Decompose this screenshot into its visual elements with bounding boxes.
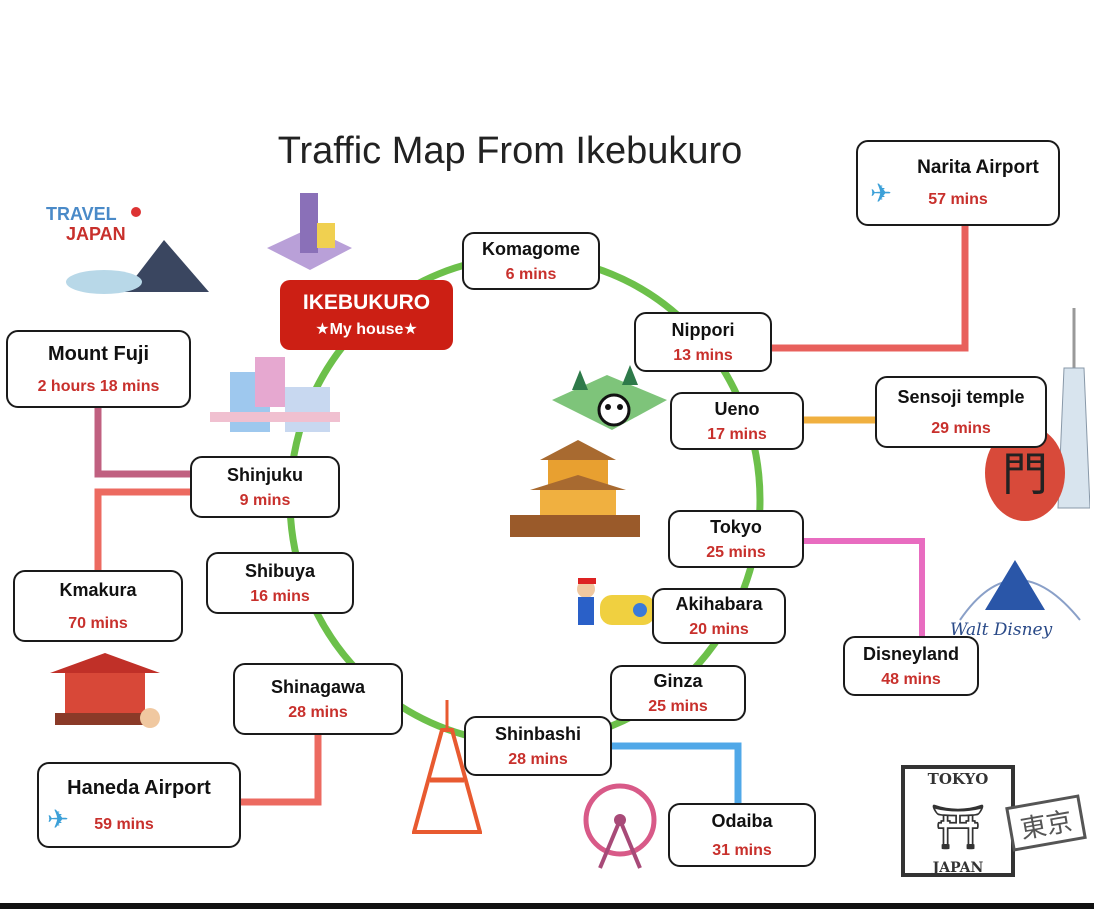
station-time: 28 mins xyxy=(288,703,348,721)
svg-text:TRAVEL: TRAVEL xyxy=(46,204,117,224)
station-time: 13 mins xyxy=(673,346,733,364)
destination-time: 57 mins xyxy=(928,191,988,208)
mount-fuji-line xyxy=(94,408,190,478)
bottom-border xyxy=(0,903,1094,909)
destination-time: 31 mins xyxy=(712,841,772,859)
page-title: Traffic Map From Ikebukuro xyxy=(277,130,743,172)
destination-name: Narita Airport xyxy=(917,157,1039,178)
station-ginza[interactable]: Ginza 25 mins xyxy=(610,665,746,721)
station-tokyo[interactable]: Tokyo 25 mins xyxy=(668,510,804,568)
svg-text:⛩: ⛩ xyxy=(930,802,986,853)
station-time: 16 mins xyxy=(250,587,310,605)
station-name: Shinbashi xyxy=(494,723,581,744)
kamakura-line xyxy=(94,488,190,570)
destination-disneyland[interactable]: Disneyland 48 mins xyxy=(843,636,979,696)
station-akihabara[interactable]: Akihabara 20 mins xyxy=(652,588,786,644)
airplane-icon: ✈ xyxy=(870,178,892,208)
disneyland-line xyxy=(804,538,925,636)
tokyo-tower-illustration xyxy=(411,700,483,840)
narita-line xyxy=(772,226,969,352)
station-shibuya[interactable]: Shibuya 16 mins xyxy=(206,552,354,614)
destination-kamakura[interactable]: Kmakura 70 mins xyxy=(13,570,183,642)
odaiba-line xyxy=(612,742,742,803)
airplane-icon: ✈ xyxy=(47,804,69,834)
ferris-wheel-illustration xyxy=(580,780,670,875)
destination-name: Disneyland xyxy=(862,643,960,664)
svg-text:JAPAN: JAPAN xyxy=(66,224,126,244)
station-name: Ginza xyxy=(653,670,703,691)
station-time: 25 mins xyxy=(648,697,708,715)
station-name: Tokyo xyxy=(710,516,762,537)
station-name: Akihabara xyxy=(675,593,763,614)
ikebukuro-tower-illustration xyxy=(262,188,357,283)
origin-ikebukuro[interactable]: IKEBUKURO ★My house★ xyxy=(280,280,453,350)
kamakura-temple-illustration xyxy=(50,648,165,743)
destination-name: Kmakura xyxy=(59,579,137,600)
station-time: 9 mins xyxy=(239,491,291,509)
station-shinjuku[interactable]: Shinjuku 9 mins xyxy=(190,456,340,518)
station-shinbashi[interactable]: Shinbashi 28 mins xyxy=(464,716,612,776)
station-time: 17 mins xyxy=(707,425,767,443)
destination-time: 2 hours 18 mins xyxy=(37,377,160,395)
golden-pavilion-illustration xyxy=(510,440,645,545)
destination-name: Haneda Airport xyxy=(67,776,211,799)
destination-time: 29 mins xyxy=(931,419,991,437)
destination-sensoji-temple[interactable]: Sensoji temple 29 mins xyxy=(875,376,1047,448)
destination-name: Odaiba xyxy=(711,810,773,831)
station-name: Nippori xyxy=(671,319,735,340)
svg-text:JAPAN: JAPAN xyxy=(931,860,984,876)
station-time: 25 mins xyxy=(706,543,766,561)
origin-name: IKEBUKURO xyxy=(302,291,431,314)
origin-subtitle: ★My house★ xyxy=(315,321,418,338)
station-name: Shinjuku xyxy=(227,464,303,485)
destination-time: 59 mins xyxy=(94,815,154,833)
destination-name: Sensoji temple xyxy=(897,386,1025,407)
station-name: Ueno xyxy=(714,398,760,419)
station-nippori[interactable]: Nippori 13 mins xyxy=(634,312,772,372)
station-ueno[interactable]: Ueno 17 mins xyxy=(670,392,804,450)
svg-text:門: 門 xyxy=(1002,447,1048,501)
destination-haneda-airport[interactable]: ✈ Haneda Airport 59 mins xyxy=(37,762,241,848)
station-time: 20 mins xyxy=(689,620,749,638)
destination-time: 70 mins xyxy=(68,614,128,632)
station-time: 28 mins xyxy=(508,750,568,768)
destination-odaiba[interactable]: Odaiba 31 mins xyxy=(668,803,816,867)
ueno-park-panda-illustration xyxy=(552,360,667,445)
station-time: 6 mins xyxy=(505,265,557,283)
sensoji-lantern-skytree-illustration: 門 xyxy=(980,308,1091,533)
station-komagome[interactable]: Komagome 6 mins xyxy=(462,232,600,290)
travel-japan-logo: TRAVEL JAPAN xyxy=(44,200,214,295)
station-shinagawa[interactable]: Shinagawa 28 mins xyxy=(233,663,403,735)
station-name: Komagome xyxy=(481,238,580,259)
city-buildings-illustration xyxy=(210,352,345,452)
station-name: Shibuya xyxy=(244,560,315,581)
station-name: Shinagawa xyxy=(270,676,366,697)
destination-name: Mount Fuji xyxy=(47,342,150,365)
destination-time: 48 mins xyxy=(881,670,941,688)
walt-disney-logo: Walt Disney xyxy=(940,550,1090,650)
svg-text:Walt Disney: Walt Disney xyxy=(950,620,1053,640)
svg-text:TOKYO: TOKYO xyxy=(928,770,989,788)
mario-game-illustration xyxy=(572,575,657,640)
haneda-line xyxy=(241,735,322,806)
destination-narita-airport[interactable]: ✈ Narita Airport 57 mins xyxy=(856,140,1060,226)
destination-mount-fuji[interactable]: Mount Fuji 2 hours 18 mins xyxy=(6,330,191,408)
